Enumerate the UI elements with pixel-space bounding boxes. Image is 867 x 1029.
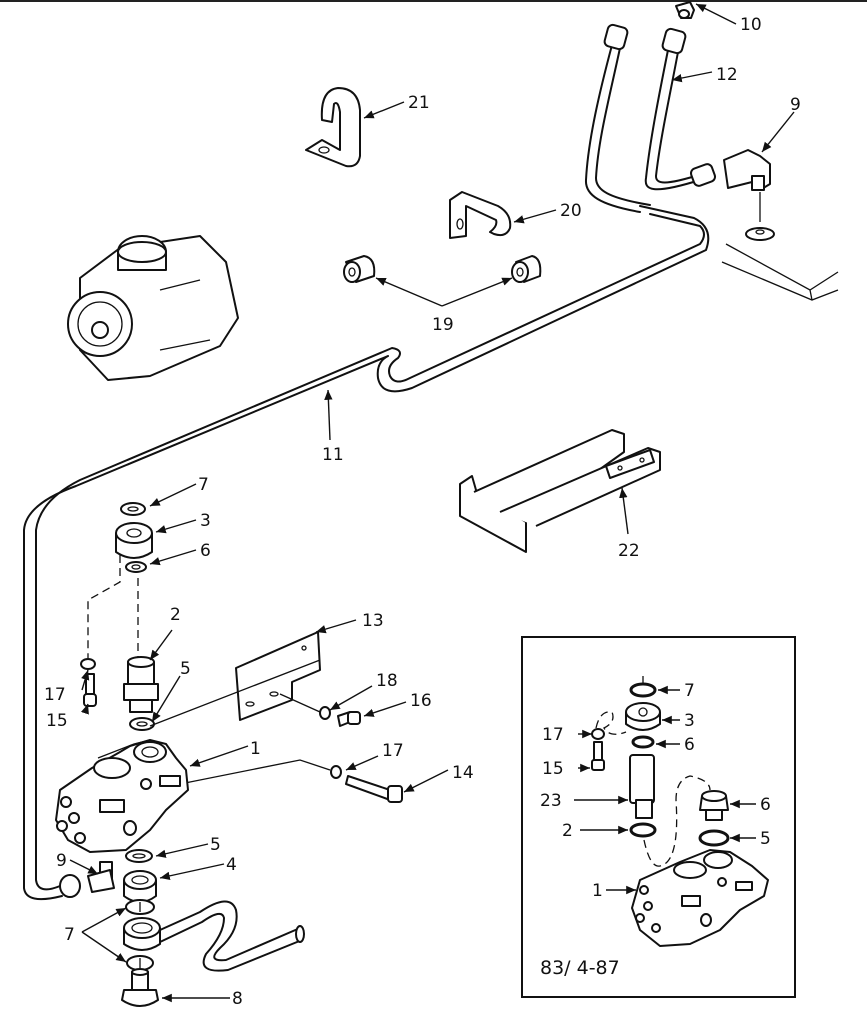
inset-callout-6-bottom: 2 xyxy=(562,821,573,841)
inset-callout-15: 15 xyxy=(542,759,564,779)
callout-18: 18 xyxy=(376,671,398,691)
o-ring-7-upper xyxy=(120,502,146,516)
callout-3: 3 xyxy=(200,511,211,531)
callout-22: 22 xyxy=(618,541,640,561)
inset-callout-3: 3 xyxy=(684,711,695,731)
inset-callout-7: 7 xyxy=(684,681,695,701)
callout-12: 12 xyxy=(716,65,738,85)
inset-callout-23: 23 xyxy=(540,791,562,811)
fitting-8 xyxy=(121,968,159,1007)
bolt-14 xyxy=(345,775,403,803)
spacer-19-right xyxy=(511,255,542,283)
spacer-19-left xyxy=(343,255,376,283)
callout-17-left: 17 xyxy=(44,685,66,705)
callout-21: 21 xyxy=(408,93,430,113)
reservoir-edge xyxy=(721,243,839,301)
top-border xyxy=(0,0,867,2)
inset-callout-6-top: 6 xyxy=(684,735,695,755)
elbow-fitting-9-top xyxy=(723,149,775,241)
return-hose-end xyxy=(123,900,305,972)
callout-13: 13 xyxy=(362,611,384,631)
callout-1: 1 xyxy=(250,739,261,759)
hydraulic-pump xyxy=(67,235,239,381)
callout-14: 14 xyxy=(452,763,474,783)
callout-7-top: 7 xyxy=(198,475,209,495)
callout-6: 6 xyxy=(200,541,211,561)
adapter-4 xyxy=(123,870,157,903)
o-ring-5-upper xyxy=(129,717,155,731)
flow-control-valve-1 xyxy=(55,739,189,853)
elbow-fitting-9-bottom xyxy=(59,861,115,898)
clamp-bracket-20 xyxy=(449,191,512,239)
inset-callout-2: 6 xyxy=(760,795,771,815)
callout-labels: 10 12 9 21 20 19 11 22 7 3 6 2 5 17 15 1… xyxy=(44,15,801,1009)
fitting-10 xyxy=(675,1,695,19)
inset-callout-17: 17 xyxy=(542,725,564,745)
lock-washer-17-right xyxy=(330,765,342,779)
callout-4: 4 xyxy=(226,855,237,875)
adapter-3 xyxy=(115,522,153,559)
callout-11: 11 xyxy=(322,445,344,465)
callout-5-top: 5 xyxy=(180,659,191,679)
callout-16: 16 xyxy=(410,691,432,711)
inset-callout-1: 1 xyxy=(592,881,603,901)
leader-lines xyxy=(69,3,795,1003)
callout-2: 2 xyxy=(170,605,181,625)
support-rail-22 xyxy=(459,429,661,553)
callout-8: 8 xyxy=(232,989,243,1009)
tube-assembly-12 xyxy=(584,23,717,213)
lock-washer-17-left xyxy=(80,658,96,670)
washer-18 xyxy=(319,706,331,720)
o-ring-7-lower xyxy=(126,955,154,971)
callout-5-bottom: 5 xyxy=(210,835,221,855)
callout-15-left: 15 xyxy=(46,711,68,731)
o-ring-5-lower xyxy=(125,849,153,863)
inset-callout-5: 5 xyxy=(760,829,771,849)
screw-16 xyxy=(337,711,361,727)
callout-9-top: 9 xyxy=(790,95,801,115)
o-ring-6-upper xyxy=(125,561,147,573)
callout-17-right: 17 xyxy=(382,741,404,761)
callout-10: 10 xyxy=(740,15,762,35)
o-ring-7-middle xyxy=(125,899,155,915)
fitting-2 xyxy=(123,656,159,713)
cap-screw-15-left xyxy=(83,673,97,707)
callout-7-bottom: 7 xyxy=(64,925,75,945)
clamp-bracket-21 xyxy=(305,87,361,168)
inset-panel xyxy=(521,636,796,998)
callout-20: 20 xyxy=(560,201,582,221)
callout-9-bottom: 9 xyxy=(56,851,67,871)
reference-code: 83/ 4-87 xyxy=(540,957,620,979)
hose-11 xyxy=(23,205,710,901)
callout-19: 19 xyxy=(432,315,454,335)
